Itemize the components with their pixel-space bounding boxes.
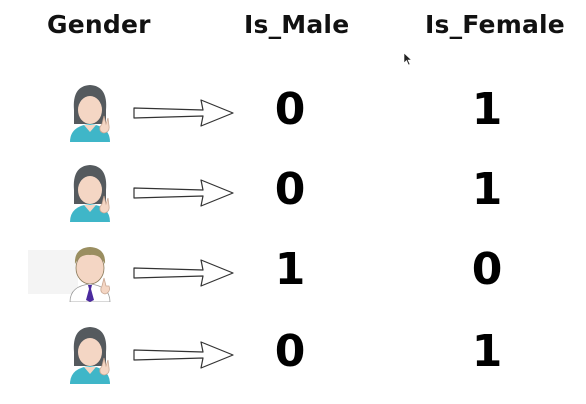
encoding-row: 1 0 [0,240,586,310]
female-avatar-icon [64,322,122,384]
mouse-cursor-icon [403,52,413,66]
male-avatar-icon [64,240,122,302]
is-male-value: 0 [274,164,306,215]
avatar-background [28,250,78,294]
encoding-row: 0 1 [0,80,586,150]
is-female-value: 1 [471,84,503,135]
header-is-female: Is_Female [425,10,565,39]
header-is-male: Is_Male [244,10,350,39]
arrow-icon [133,179,234,207]
arrow-icon [133,99,234,127]
is-male-value: 1 [274,244,306,295]
is-male-value: 0 [274,84,306,135]
is-female-value: 1 [471,326,503,377]
header-gender: Gender [47,10,151,39]
female-avatar-icon [64,160,122,222]
encoding-row: 0 1 [0,160,586,230]
is-female-value: 0 [471,244,503,295]
female-avatar-icon [64,80,122,142]
is-male-value: 0 [274,326,306,377]
encoding-row: 0 1 [0,322,586,392]
is-female-value: 1 [471,164,503,215]
arrow-icon [133,259,234,287]
arrow-icon [133,341,234,369]
